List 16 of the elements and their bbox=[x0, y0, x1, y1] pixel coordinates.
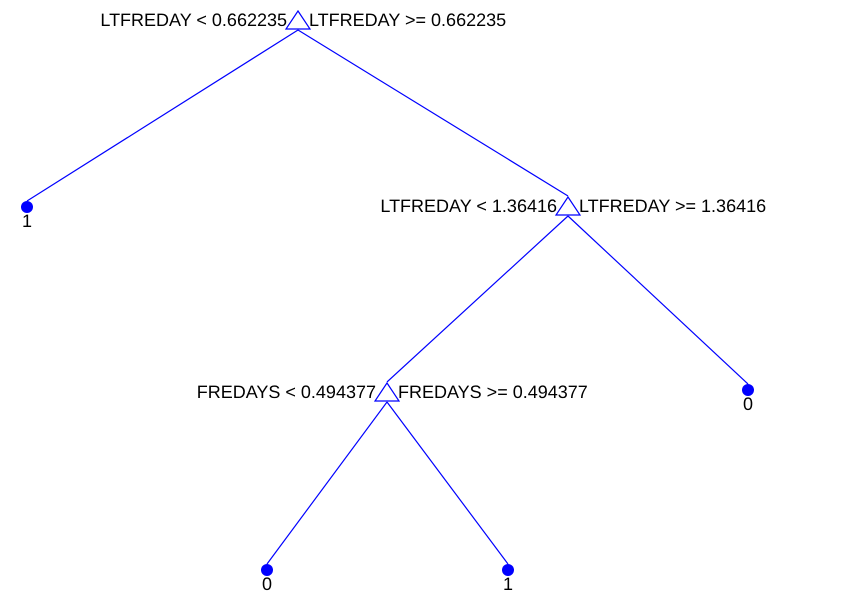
class-label: 0 bbox=[743, 395, 753, 413]
split-condition-label: LTFREDAY < 1.36416 bbox=[380, 197, 557, 215]
split-condition-label: FREDAYS < 0.494377 bbox=[196, 383, 376, 401]
tree-branch-line bbox=[266, 402, 388, 564]
split-condition-label: LTFREDAY < 0.662235 bbox=[100, 11, 287, 29]
split-condition-label: FREDAYS >= 0.494377 bbox=[398, 383, 588, 401]
tree-branch-line bbox=[386, 402, 508, 564]
split-condition-label: LTFREDAY >= 0.662235 bbox=[309, 11, 506, 29]
tree-branch-line bbox=[386, 216, 568, 382]
class-label: 1 bbox=[503, 575, 513, 593]
tree-branch-line bbox=[26, 30, 298, 202]
split-condition-label: LTFREDAY >= 1.36416 bbox=[579, 197, 766, 215]
class-label: 1 bbox=[22, 212, 32, 230]
tree-branch-line bbox=[568, 216, 748, 384]
tree-branch-line bbox=[298, 29, 568, 197]
class-label: 0 bbox=[262, 575, 272, 593]
